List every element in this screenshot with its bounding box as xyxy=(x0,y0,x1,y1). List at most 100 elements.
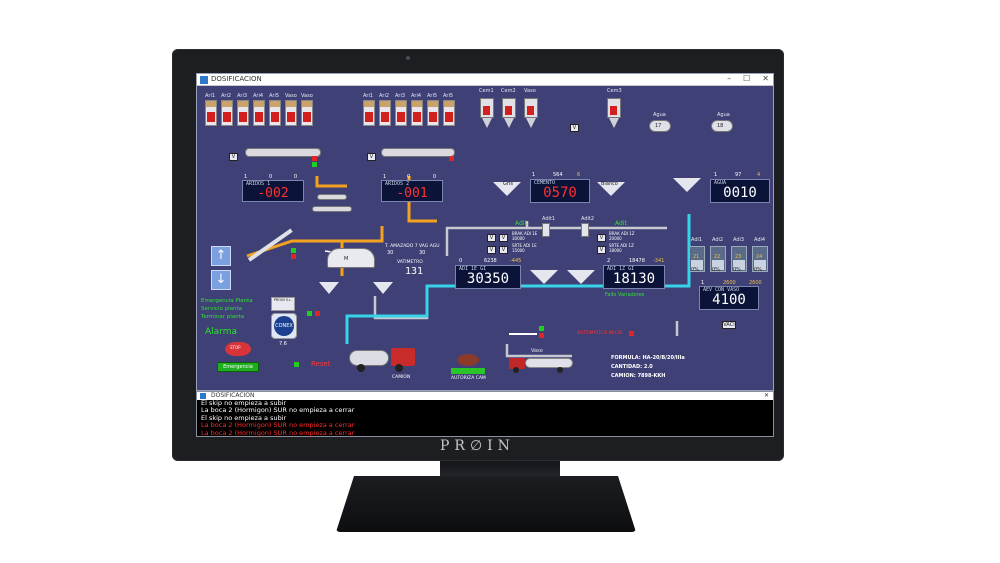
transfer-belt-1[interactable] xyxy=(317,194,347,200)
conex-logo[interactable]: CONEX xyxy=(271,313,297,339)
servicio-planta-text: Servicio planta xyxy=(201,306,242,312)
adi-vaso-top-mid: 2600 xyxy=(723,280,736,286)
log-close-button[interactable]: ✕ xyxy=(763,392,769,399)
conex-logo-text: CONEX xyxy=(274,316,294,336)
amasado-val-1: 30 xyxy=(387,250,394,256)
discharge-funnel-2[interactable] xyxy=(373,282,393,294)
silo-vaso[interactable] xyxy=(524,94,538,130)
aditivo-tank-1[interactable] xyxy=(542,223,550,237)
aditivo-funnel-2[interactable] xyxy=(567,270,595,284)
camion-info-label: CAMION: xyxy=(611,373,636,379)
transfer-belt-2[interactable] xyxy=(312,206,352,212)
skip-up-button[interactable]: ↑ xyxy=(211,246,231,266)
aridos1-display: ARIDOS 1 -002 xyxy=(242,180,304,202)
hopper-label: Ari4 xyxy=(253,93,264,99)
ad2-top-left: 2 xyxy=(607,258,611,264)
hopper-ari3-left[interactable] xyxy=(237,100,249,126)
adi-tank-4[interactable] xyxy=(752,246,768,272)
silo-cem1[interactable] xyxy=(480,94,494,130)
camion-info-value: 7898-KKH xyxy=(637,373,666,379)
hopper-ari2-left[interactable] xyxy=(221,100,233,126)
adi-vaso-display: AEV CON VASO 4100 xyxy=(699,286,759,310)
adi-tank-pct: 0% xyxy=(691,267,699,273)
ad1-display: ADI 1E GI 30350 xyxy=(455,265,521,289)
close-button[interactable]: ✕ xyxy=(762,74,769,83)
adi-tank-3[interactable] xyxy=(731,246,747,272)
v-button-ad2[interactable]: V xyxy=(499,234,508,242)
status-green xyxy=(294,362,299,367)
blanco-funnel[interactable] xyxy=(597,182,625,196)
aridos2-value: -001 xyxy=(396,186,428,201)
hopper-ari4-left[interactable] xyxy=(253,100,265,126)
hopper-label: Ari5 xyxy=(443,93,454,99)
agua-valve-2[interactable] xyxy=(711,120,733,132)
v-button-ad6[interactable]: V xyxy=(597,246,606,254)
mixer[interactable] xyxy=(327,248,375,268)
v-button-aridos2[interactable]: V xyxy=(367,153,376,161)
hopper-ari1-right[interactable] xyxy=(363,100,375,126)
log-line: La boca 2 (Hormigon) SUR no empieza a ce… xyxy=(201,406,355,415)
hopper-ari4-right[interactable] xyxy=(411,100,423,126)
terminar-planta-text: Terminar planta xyxy=(201,314,245,320)
aditivo-funnel-1[interactable] xyxy=(530,270,558,284)
status-red xyxy=(291,254,296,259)
hopper-ari1-left[interactable] xyxy=(205,100,217,126)
vaci-button[interactable]: VACI xyxy=(722,321,736,329)
brand-logo: PR∅IN xyxy=(440,438,515,454)
adi-tank-num: 22 xyxy=(714,254,721,260)
adi-tank-num: 24 xyxy=(756,254,763,260)
hopper-ari5-right[interactable] xyxy=(427,100,439,126)
agua-top-mid: 97 xyxy=(735,172,742,178)
silo-cem2[interactable] xyxy=(502,94,516,130)
v-button-ad3[interactable]: V xyxy=(487,246,496,254)
ad1-value: 30350 xyxy=(466,271,510,287)
hopper-label: Ari1 xyxy=(205,93,216,99)
stop-button[interactable] xyxy=(225,342,251,356)
aditivo-tank-2[interactable] xyxy=(581,223,589,237)
autoriza-dial[interactable] xyxy=(457,354,479,366)
log-line: La boca 2 (Hormigon) SUR no empieza a ce… xyxy=(201,421,355,430)
tanker-truck[interactable] xyxy=(509,356,575,373)
maximize-button[interactable]: ☐ xyxy=(743,74,751,83)
hopper-ari3-right[interactable] xyxy=(395,100,407,126)
ad-text: BRAK ADI 1Z xyxy=(609,231,635,236)
cemento-value: 0570 xyxy=(543,185,577,201)
silo-cem3[interactable] xyxy=(607,94,621,130)
aridos2-display: ARIDOS 2 -001 xyxy=(381,180,443,202)
aridos1-top-right: 0 xyxy=(294,174,298,180)
aditivo-left-label: Adit xyxy=(515,220,527,227)
ad-text: 15000 xyxy=(512,248,525,253)
weigh-belt-2[interactable] xyxy=(381,148,455,157)
agua-funnel[interactable] xyxy=(673,178,701,192)
v-button-cement[interactable]: V xyxy=(570,124,579,132)
v-button-ad1[interactable]: V xyxy=(487,234,496,242)
reset-label[interactable]: Reset xyxy=(311,360,331,368)
hopper-ari6-right[interactable] xyxy=(443,100,455,126)
hopper-vaso2-left[interactable] xyxy=(301,100,313,126)
cantidad-label: CANTIDAD: xyxy=(611,364,643,370)
hopper-ari5-left[interactable] xyxy=(269,100,281,126)
hopper-ari2-right[interactable] xyxy=(379,100,391,126)
gris-funnel[interactable] xyxy=(493,182,521,196)
v-button-ad5[interactable]: V xyxy=(597,234,606,242)
alarma-text: Alarma xyxy=(205,327,237,337)
adi-tank-2[interactable] xyxy=(710,246,726,272)
weigh-belt-1[interactable] xyxy=(245,148,321,157)
agua-valve-1[interactable] xyxy=(649,120,671,132)
fallo-variadores: Fallo Variadores xyxy=(605,292,645,298)
hopper-vaso1-left[interactable] xyxy=(285,100,297,126)
adi-tank-1[interactable] xyxy=(689,246,705,272)
hopper-label: Ari2 xyxy=(221,93,232,99)
discharge-funnel-1[interactable] xyxy=(319,282,339,294)
v-button-ad4[interactable]: V xyxy=(499,246,508,254)
webcam-dot xyxy=(406,56,410,60)
hopper-label: Ari3 xyxy=(395,93,406,99)
mixer-truck[interactable] xyxy=(349,348,421,372)
v-button-aridos1[interactable]: V xyxy=(229,153,238,161)
minimize-button[interactable]: – xyxy=(727,74,732,83)
ad1-top-left: 0 xyxy=(459,258,463,264)
ad-text: BRAK ADI 1E xyxy=(512,231,538,236)
aridos2-top-mid: 0 xyxy=(407,174,411,180)
emergencia-button[interactable]: Emergencia xyxy=(217,362,259,372)
skip-down-button[interactable]: ↓ xyxy=(211,270,231,290)
